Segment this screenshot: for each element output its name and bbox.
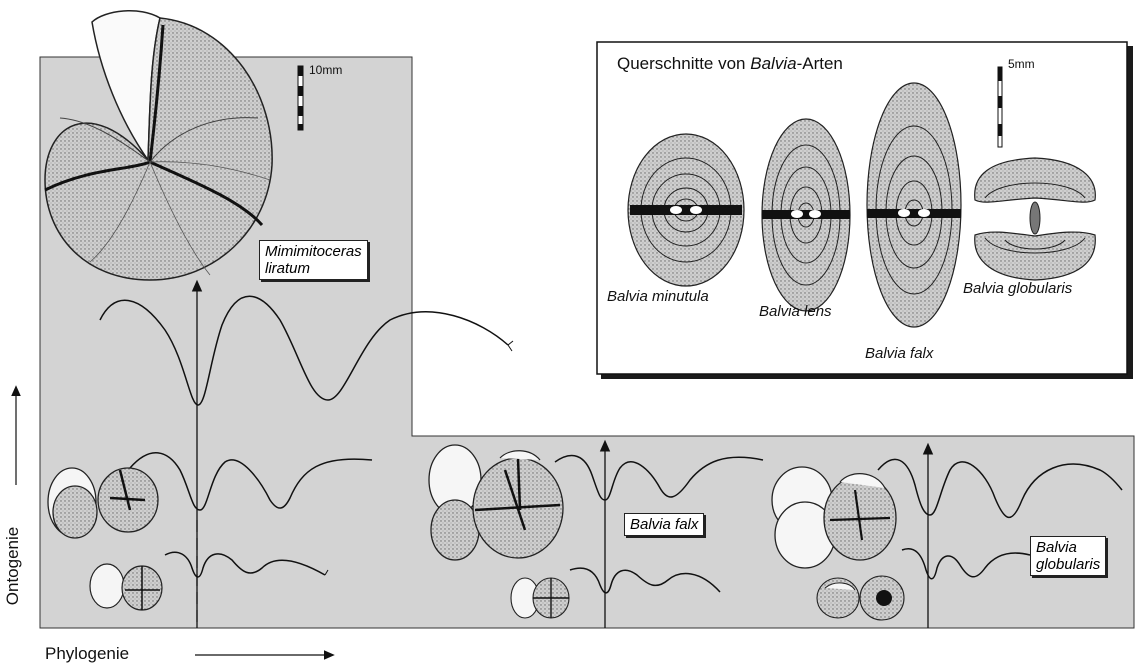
mimimitoceras-shell: [45, 11, 272, 280]
section-balvia-lens: [762, 119, 850, 311]
label-balvia-globularis-line1: Balvia: [1036, 539, 1100, 556]
section-balvia-falx: [867, 83, 961, 327]
axis-label-ontogenie: Ontogenie: [3, 516, 23, 616]
inset-box: [597, 42, 1133, 379]
species-label-lens: Balvia lens: [759, 303, 832, 320]
label-balvia-globularis: Balvia globularis: [1030, 536, 1106, 576]
inset-title: Querschnitte von Balvia-Arten: [617, 54, 843, 74]
inset-title-suffix: -Arten: [797, 54, 843, 73]
inset-title-prefix: Querschnitte von: [617, 54, 750, 73]
label-mimimitoceras: Mimimitoceras liratum: [259, 240, 368, 280]
scale-bar-10mm: [298, 66, 303, 130]
label-balvia-globularis-line2: globularis: [1036, 556, 1100, 573]
species-label-minutula: Balvia minutula: [607, 288, 709, 305]
label-balvia-falx: Balvia falx: [624, 513, 704, 536]
label-mimimitoceras-line1: Mimimitoceras: [265, 243, 362, 260]
species-label-falx: Balvia falx: [865, 345, 933, 362]
main-scale-label: 10mm: [309, 63, 342, 77]
label-mimimitoceras-line2: liratum: [265, 260, 362, 277]
inset-scale-label: 5mm: [1008, 57, 1035, 71]
axis-label-phylogenie: Phylogenie: [45, 644, 129, 664]
species-label-globularis: Balvia globularis: [963, 280, 1072, 297]
section-balvia-minutula: [628, 134, 744, 286]
inset-title-genus: Balvia: [750, 54, 796, 73]
